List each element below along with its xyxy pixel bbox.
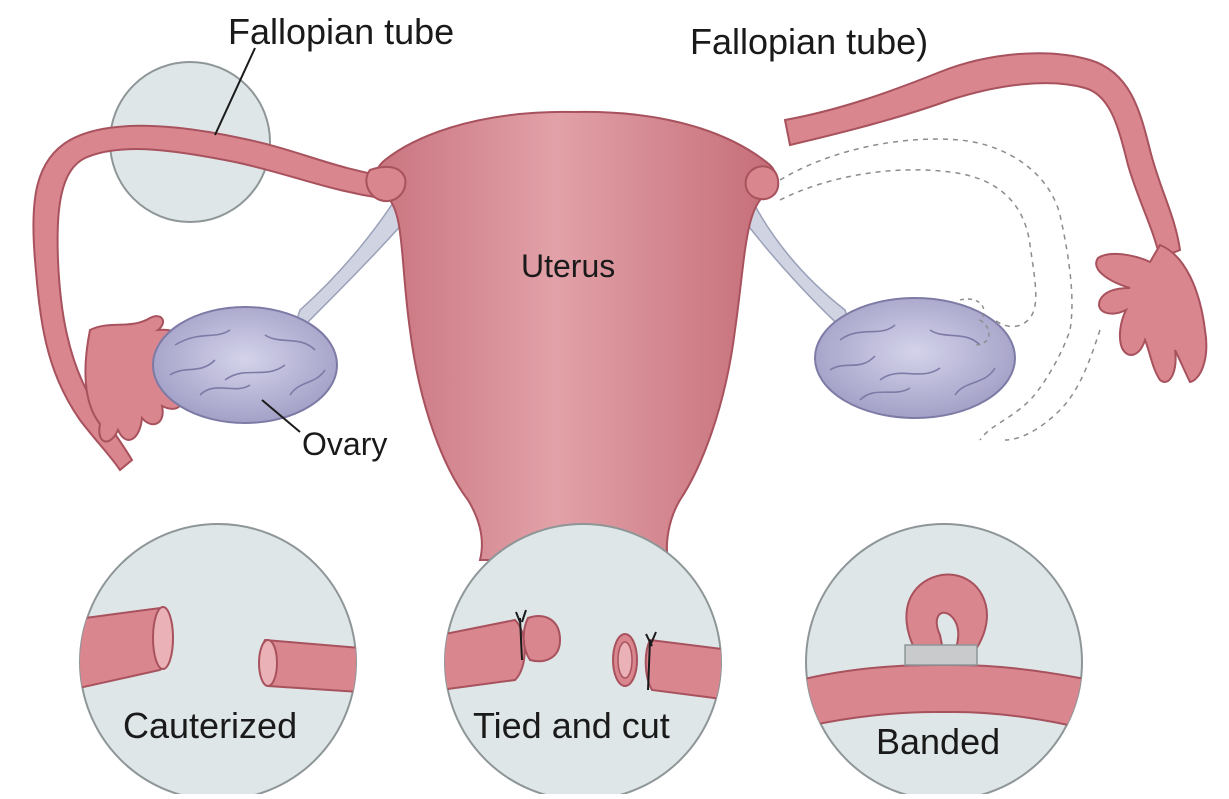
right-ovary	[815, 298, 1015, 418]
label-uterus: Uterus	[521, 250, 615, 282]
label-cauterized: Cauterized	[123, 708, 297, 744]
label-fallopian-tube-right: Fallopian tube)	[690, 24, 928, 60]
left-uterine-horn	[366, 167, 405, 201]
right-uterine-horn	[746, 166, 779, 199]
right-fallopian-tube	[785, 53, 1180, 258]
removed-tube-outline-3	[1005, 330, 1100, 440]
label-banded: Banded	[876, 724, 1000, 760]
uterus	[375, 112, 776, 560]
left-ovary	[153, 307, 337, 423]
left-ligament	[290, 200, 410, 340]
label-tied-and-cut: Tied and cut	[473, 708, 670, 744]
right-fimbriae	[1096, 245, 1206, 382]
label-fallopian-tube-left: Fallopian tube	[228, 14, 454, 50]
label-ovary: Ovary	[302, 428, 387, 460]
